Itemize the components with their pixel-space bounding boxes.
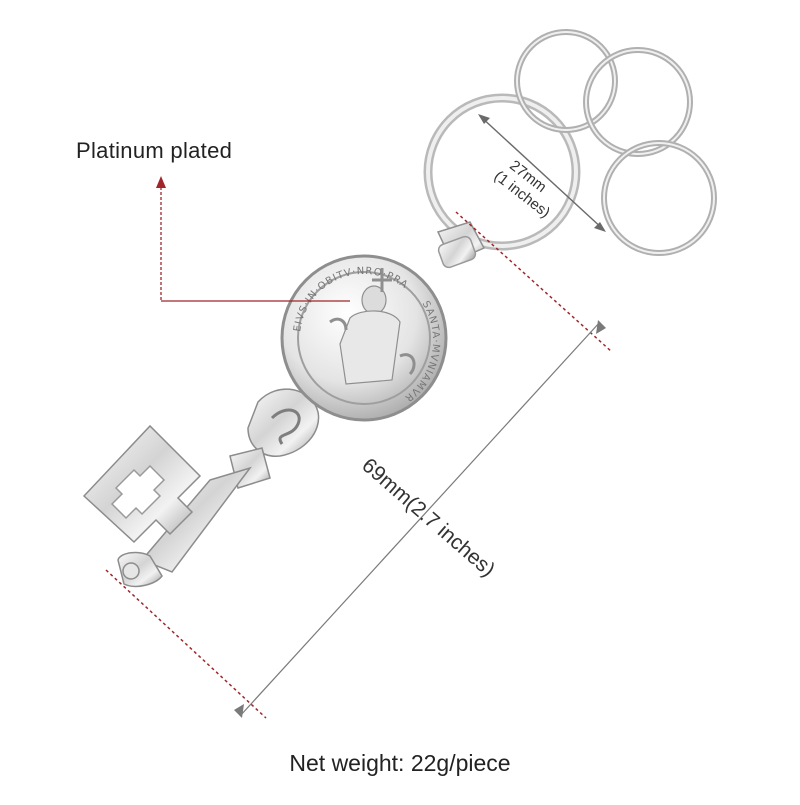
bail bbox=[436, 221, 486, 269]
length-dimension bbox=[105, 211, 613, 719]
length-arrow-top bbox=[596, 320, 606, 334]
split-rings bbox=[423, 29, 717, 256]
key bbox=[82, 388, 320, 588]
length-arrow-bottom bbox=[234, 704, 244, 718]
saint-benedict-medallion: EIVS·IN·OBITV·NRO·PRA SANTA·MVNIAMVR bbox=[280, 254, 448, 422]
material-label: Platinum plated bbox=[76, 138, 233, 163]
net-weight-label: Net weight: 22g/piece bbox=[289, 750, 511, 776]
ring-diameter-dimension bbox=[478, 114, 606, 232]
material-leader-line bbox=[156, 176, 350, 302]
